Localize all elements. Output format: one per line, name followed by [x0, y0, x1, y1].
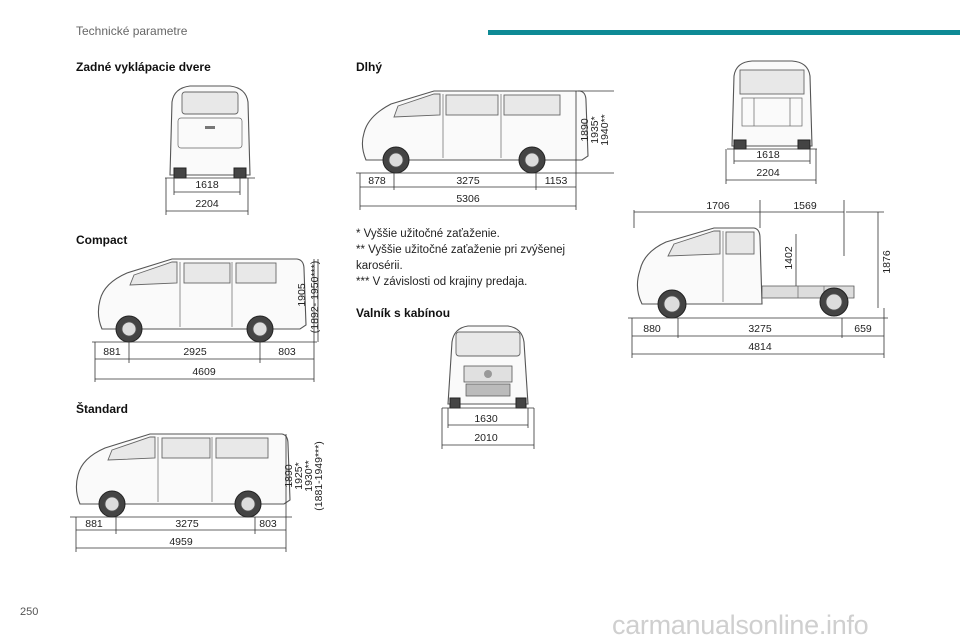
section-title-long: Dlhý [356, 60, 383, 74]
footnote-1: * Vyššie užitočné zaťaženie. [356, 228, 500, 240]
long-height-alt2: 1940** [599, 114, 611, 146]
compact-van-side-drawing: 881 2925 803 4609 1905 (1892- 1950***) [92, 258, 321, 382]
rear-view-open-drawing: 1618 2204 [725, 60, 817, 184]
long-wheelbase: 3275 [456, 175, 480, 187]
compact-height: 1905 [296, 283, 308, 307]
standard-wheelbase: 3275 [175, 518, 199, 530]
footnote-2: ** Vyššie užitočné zaťaženie pri zvýšene… [356, 244, 566, 256]
standard-length: 4959 [169, 536, 193, 548]
compact-height-range: (1892- 1950***) [309, 261, 321, 333]
watermark: carmanualsonline.info [612, 610, 869, 640]
long-height: 1890 [579, 118, 591, 142]
compact-wheelbase: 2925 [183, 346, 207, 358]
compact-length: 4609 [192, 366, 216, 378]
rear-open-width-inner: 1618 [756, 149, 780, 161]
long-length: 5306 [456, 193, 480, 205]
footnote-2-cont: karosérii. [356, 260, 403, 272]
standard-height: 1890 [283, 464, 295, 488]
standard-height-alt1: 1925* [293, 462, 305, 489]
platform-cab-front-drawing: 1630 2010 [441, 325, 535, 449]
chassis-bed-height: 1402 [783, 246, 795, 270]
rear-width-outer-label: 2204 [195, 198, 219, 210]
section-title-platform-cab: Valník s kabínou [356, 306, 451, 320]
section-title-standard: Štandard [76, 402, 129, 416]
section-title-compact: Compact [76, 233, 128, 247]
footnotes: * Vyššie užitočné zaťaženie. ** Vyššie u… [356, 226, 601, 290]
footnote-3: *** V závislosti od krajiny predaja. [356, 276, 528, 288]
running-header: Technické parametre [76, 24, 188, 38]
rear-width-inner-label: 1618 [195, 179, 219, 191]
chassis-rear-overhang: 659 [854, 323, 872, 335]
long-van-side-drawing: 878 3275 1153 5306 1890 1935* 1940** [356, 90, 614, 210]
chassis-cab-length: 1706 [706, 200, 730, 212]
standard-rear-overhang: 803 [259, 518, 277, 530]
chassis-height: 1876 [881, 250, 893, 274]
rear-open-width-outer: 2204 [756, 167, 780, 179]
standard-front-overhang: 881 [85, 518, 103, 530]
long-front-overhang: 878 [368, 175, 386, 187]
platform-width-inner: 1630 [474, 413, 498, 425]
platform-width-outer: 2010 [474, 432, 498, 444]
rear-view-tailgate-drawing: 1618 2204 [165, 85, 255, 215]
chassis-wheelbase: 3275 [748, 323, 772, 335]
chassis-bed-length: 1569 [793, 200, 817, 212]
chassis-cab-side-drawing: 1706 1569 1402 1876 880 3275 659 4814 [628, 200, 893, 358]
standard-height-alt2: 1930** [303, 460, 315, 492]
compact-front-overhang: 881 [103, 346, 121, 358]
long-rear-overhang: 1153 [545, 175, 568, 187]
section-title-rear-doors: Zadné vyklápacie dvere [76, 60, 211, 74]
header-accent-bar [488, 30, 960, 35]
page-number: 250 [20, 606, 39, 618]
long-height-alt1: 1935* [589, 116, 601, 143]
standard-van-side-drawing: 881 3275 803 4959 1890 1925* 1930** (188… [70, 433, 325, 552]
chassis-length: 4814 [748, 341, 772, 353]
standard-height-range: (1881-1949***) [313, 441, 325, 510]
compact-rear-overhang: 803 [278, 346, 296, 358]
chassis-front-overhang: 880 [643, 323, 661, 335]
